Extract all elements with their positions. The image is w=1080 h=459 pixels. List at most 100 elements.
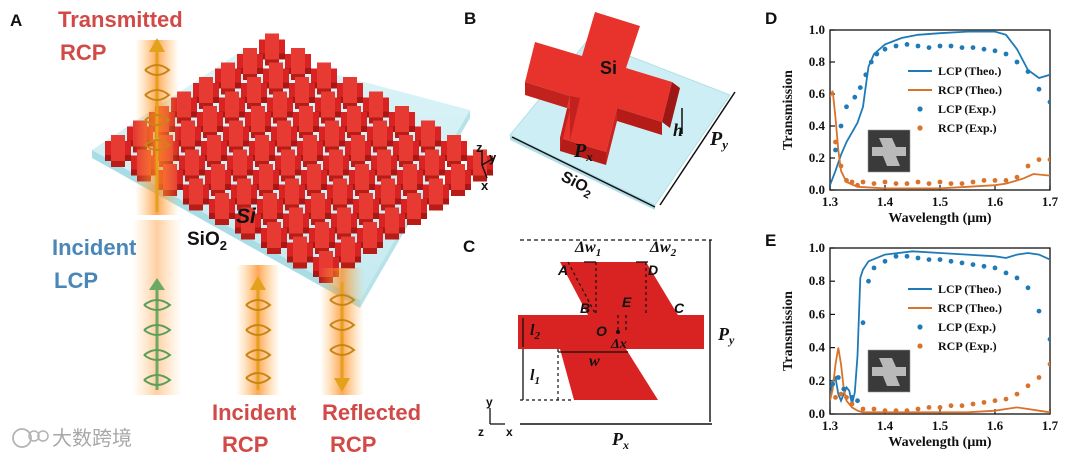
x-tick-label: 1.4 xyxy=(877,418,894,433)
data-point xyxy=(871,265,877,271)
panel-a: A xyxy=(10,7,493,457)
point-b-label: B xyxy=(580,300,590,316)
w-label: w xyxy=(589,353,600,370)
si-cross xyxy=(179,149,205,182)
data-point xyxy=(882,258,888,264)
legend-item: LCP (Exp.) xyxy=(917,320,996,334)
point-d-label: D xyxy=(648,262,658,278)
si-cross xyxy=(419,149,445,182)
si-label-a: Si xyxy=(236,205,257,228)
panel-label-d: D xyxy=(765,9,777,28)
axis-y-b: y xyxy=(489,150,497,165)
panel-b: B Si h Px SiO2 Py z y x xyxy=(464,9,736,210)
si-cross xyxy=(401,193,427,225)
data-point xyxy=(855,398,860,404)
data-point xyxy=(871,406,877,412)
upper-arm xyxy=(560,262,678,315)
data-point xyxy=(1014,174,1020,180)
si-cross xyxy=(193,77,219,109)
si-cross xyxy=(205,164,231,196)
data-point xyxy=(844,395,849,400)
si-cross xyxy=(297,135,323,167)
data-point xyxy=(981,263,987,269)
data-point xyxy=(981,178,987,183)
si-cross xyxy=(261,222,287,254)
y-tick-label: 0.4 xyxy=(809,118,826,133)
si-cross xyxy=(441,135,467,167)
y-tick-label: 1.0 xyxy=(809,240,825,255)
data-point xyxy=(860,320,866,326)
si-unit-cell xyxy=(525,12,680,165)
horizontal-bar xyxy=(518,315,704,349)
si-cross xyxy=(301,164,327,196)
data-point xyxy=(981,400,987,405)
si-cross xyxy=(175,120,201,153)
incident-lcp-beam xyxy=(132,220,182,395)
legend-label: LCP (Theo.) xyxy=(938,282,1001,296)
si-cross xyxy=(215,62,241,95)
data-point xyxy=(1003,270,1009,276)
h-label: h xyxy=(673,120,683,140)
si-cross xyxy=(219,91,245,124)
x-tick-label: 1.7 xyxy=(1042,418,1059,433)
data-point xyxy=(937,257,943,262)
x-tick-label: 1.5 xyxy=(932,418,949,433)
lower-arm xyxy=(560,349,658,400)
data-point xyxy=(926,405,932,410)
py-label-c: Py xyxy=(717,324,735,347)
y-tick-label: 0.2 xyxy=(809,150,825,165)
px-label-b: Px xyxy=(573,140,593,164)
data-point xyxy=(937,405,943,410)
si-cross xyxy=(305,193,331,225)
transmitted-rcp-label: RCP xyxy=(60,40,106,65)
data-point xyxy=(844,104,849,110)
data-point xyxy=(852,94,858,100)
data-point xyxy=(874,51,880,57)
data-point xyxy=(882,46,888,52)
point-a-label: A xyxy=(557,262,568,278)
y-axis-label: Transmission xyxy=(781,70,796,150)
data-point xyxy=(1047,157,1050,162)
data-point xyxy=(833,395,838,400)
incident-lcp-label-1: Incident xyxy=(52,235,137,260)
data-point xyxy=(1003,51,1009,57)
legend-label: RCP (Theo.) xyxy=(938,301,1002,315)
data-point xyxy=(1014,275,1020,281)
x-axis-label: Wavelength (μm) xyxy=(888,211,992,226)
si-cross xyxy=(271,120,297,153)
y-tick-label: 0.8 xyxy=(809,54,826,69)
legend-item: RCP (Theo.) xyxy=(908,83,1002,97)
si-cross xyxy=(293,106,319,138)
si-cross xyxy=(335,236,361,269)
data-point xyxy=(841,386,847,392)
data-point xyxy=(992,48,998,54)
si-cross xyxy=(445,164,471,196)
y-tick-label: 0.8 xyxy=(809,273,826,288)
data-point xyxy=(838,163,844,169)
data-point xyxy=(904,253,910,259)
x-tick-label: 1.6 xyxy=(987,418,1004,433)
data-point xyxy=(893,408,899,414)
data-point xyxy=(833,147,838,153)
incident-rcp-beam xyxy=(236,265,280,395)
y-tick-label: 0.0 xyxy=(809,406,825,421)
si-cross xyxy=(367,120,393,153)
data-point xyxy=(866,278,871,284)
transmitted-label: Transmitted xyxy=(58,7,183,32)
y-axis-label: Transmission xyxy=(781,291,796,371)
data-point xyxy=(904,42,910,47)
data-point xyxy=(1036,86,1042,92)
data-point xyxy=(838,123,844,129)
data-point xyxy=(981,46,987,52)
legend-label: LCP (Exp.) xyxy=(938,102,996,116)
data-point xyxy=(857,85,863,90)
si-cross xyxy=(209,193,235,225)
data-point xyxy=(1047,361,1050,367)
si-cross xyxy=(287,236,313,269)
data-point xyxy=(893,181,899,187)
legend-item: RCP (Exp.) xyxy=(917,121,997,135)
legend-item: LCP (Theo.) xyxy=(908,64,1001,78)
data-point xyxy=(1014,391,1020,397)
si-cross xyxy=(371,149,397,182)
